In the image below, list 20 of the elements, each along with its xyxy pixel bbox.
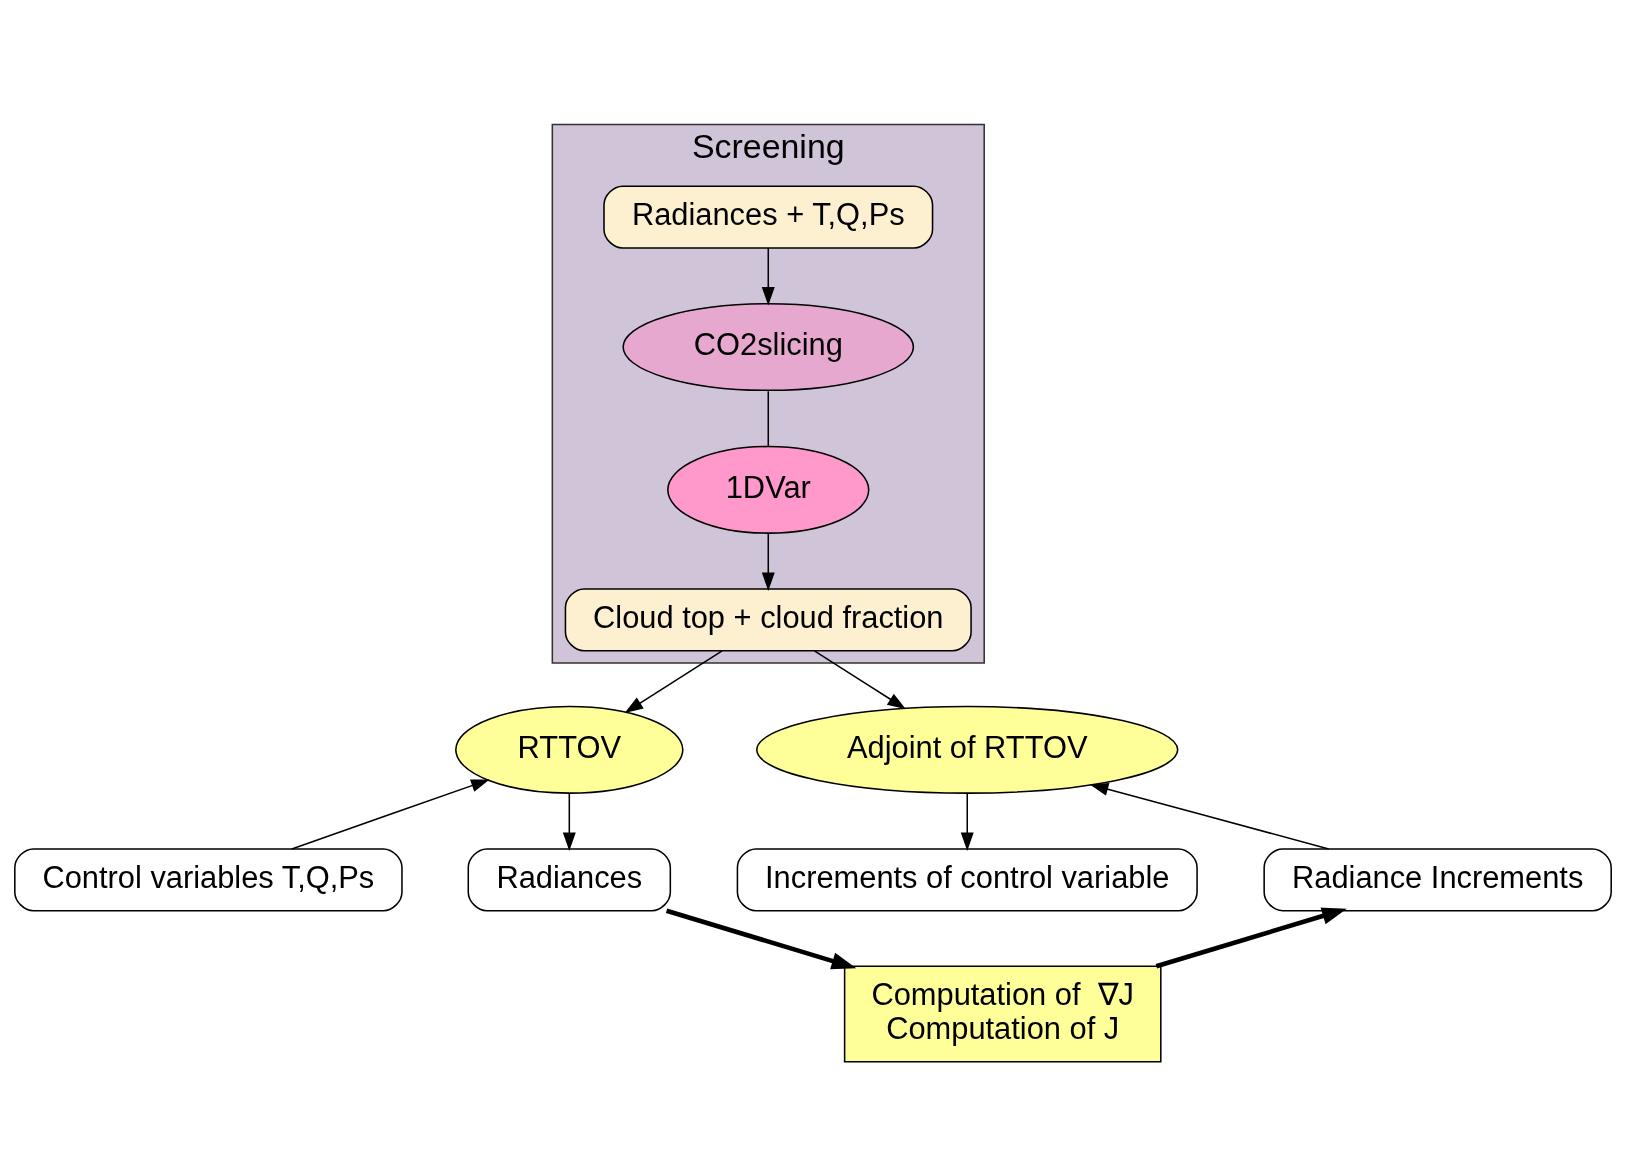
arrow — [291, 779, 490, 850]
node-box: Cloud top + cloud fraction — [564, 588, 972, 652]
connector — [767, 390, 770, 447]
arrow — [761, 247, 775, 306]
node-ellipse: CO2slicing — [622, 303, 915, 392]
node-box: Increments of control variable — [736, 848, 1198, 912]
arrow — [761, 532, 775, 591]
node-box: Radiances — [467, 848, 672, 912]
node-box: Control variables T,Q,Ps — [14, 848, 403, 912]
arrow — [562, 792, 576, 851]
arrow — [1155, 907, 1347, 969]
node-box: Computation of ∇J Computation of J — [843, 965, 1162, 1063]
node-box: Radiances + T,Q,Ps — [603, 185, 934, 249]
arrow — [813, 650, 906, 710]
arrow — [960, 792, 974, 851]
node-box: Radiance Increments — [1263, 848, 1612, 912]
arrow — [624, 650, 723, 713]
arrow — [665, 908, 857, 970]
arrow — [1089, 783, 1330, 850]
node-ellipse: 1DVar — [667, 445, 870, 534]
